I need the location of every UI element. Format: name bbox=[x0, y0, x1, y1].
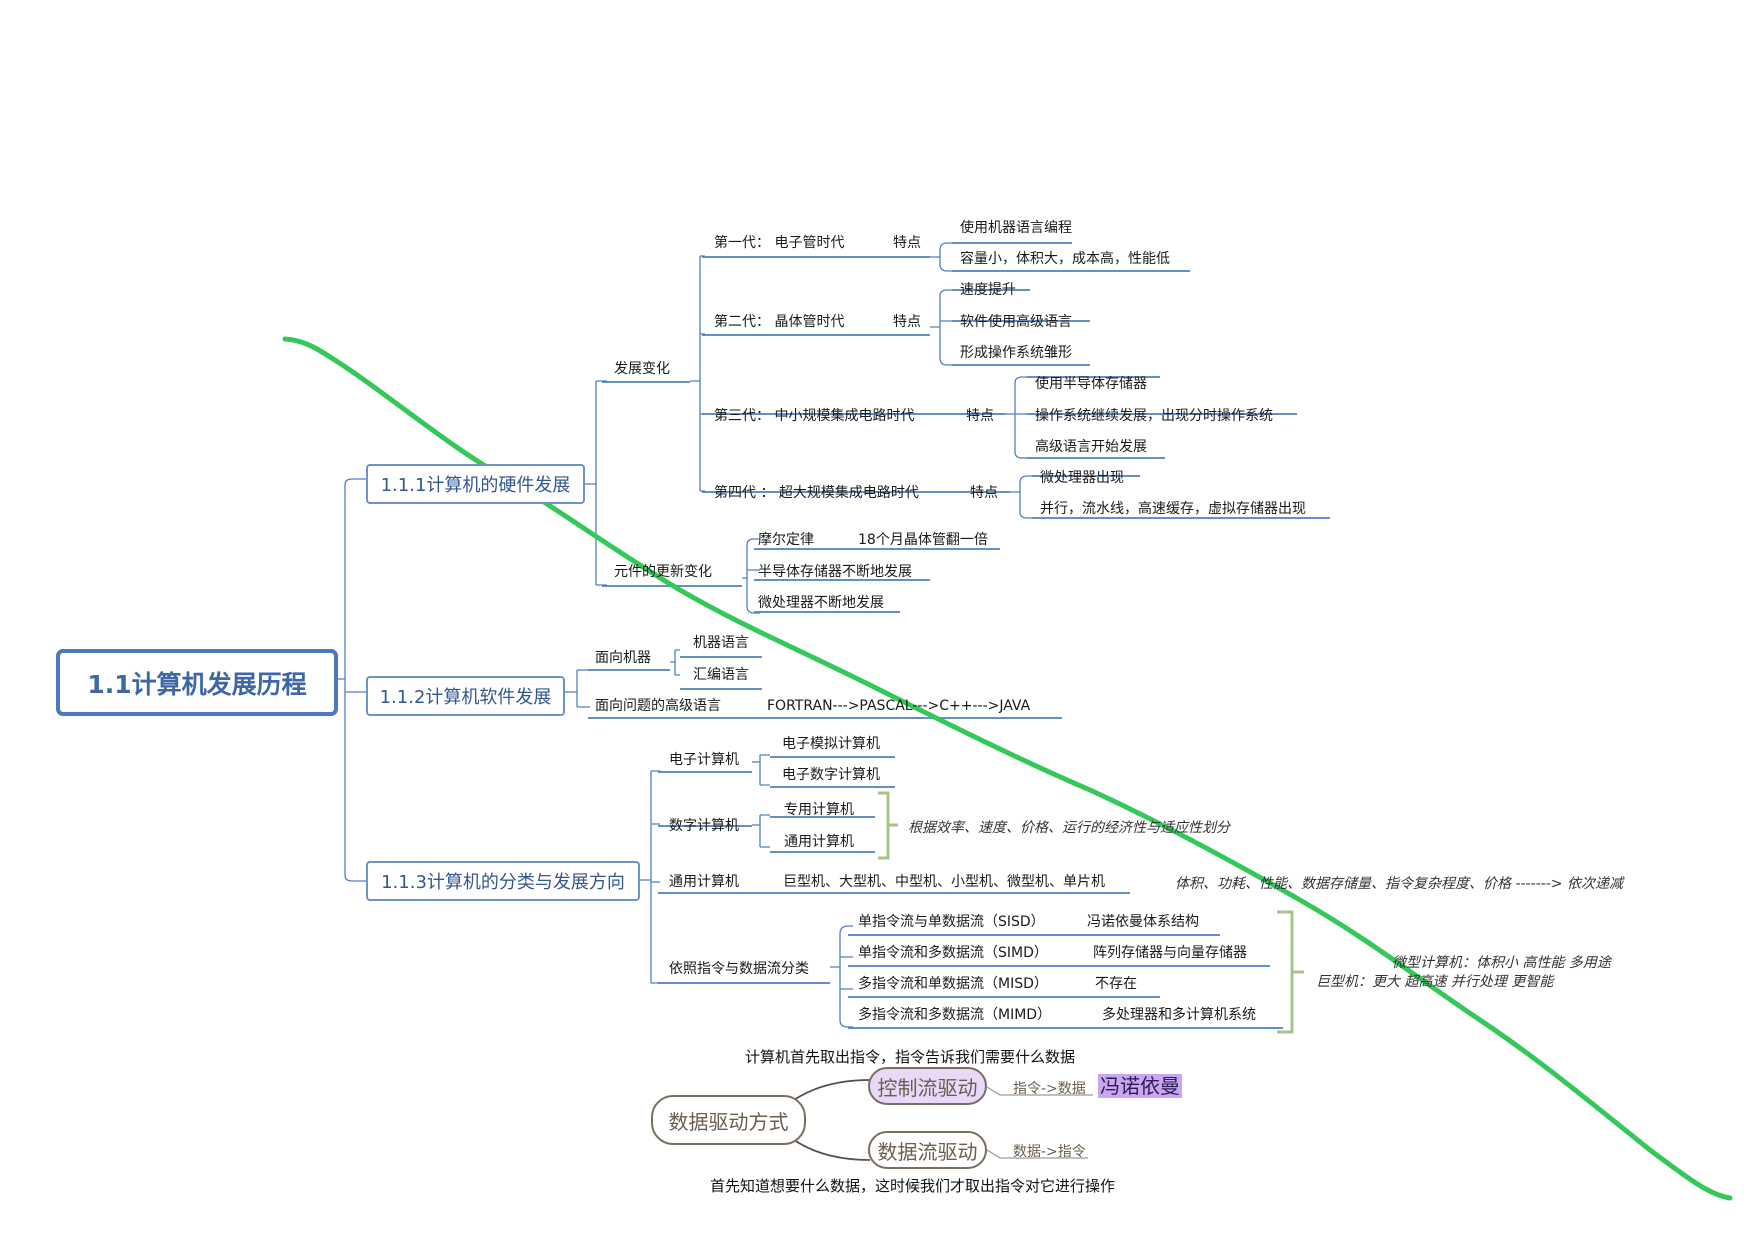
flow-item-0-name[interactable]: 单指令流与单数据流（SISD） bbox=[858, 914, 1045, 930]
cls-digital[interactable]: 数字计算机 bbox=[669, 818, 739, 834]
cls-elec-item-0[interactable]: 电子模拟计算机 bbox=[782, 736, 880, 752]
gen3-item-0[interactable]: 使用半导体存储器 bbox=[1035, 376, 1147, 392]
hw-comp[interactable]: 元件的更新变化 bbox=[614, 564, 712, 580]
flow-item-2-name[interactable]: 多指令流和单数据流（MISD） bbox=[858, 976, 1048, 992]
driven-main-node[interactable]: 数据驱动方式 bbox=[651, 1095, 806, 1145]
cls-general-desc[interactable]: 巨型机、大型机、中型机、小型机、微型机、单片机 bbox=[783, 874, 1105, 890]
flow-item-3-name[interactable]: 多指令流和多数据流（MIMD） bbox=[858, 1007, 1052, 1023]
flow-item-1-desc[interactable]: 阵列存储器与向量存储器 bbox=[1093, 945, 1247, 961]
cls-flow[interactable]: 依照指令与数据流分类 bbox=[669, 961, 809, 977]
gen2-item-1[interactable]: 软件使用高级语言 bbox=[960, 314, 1072, 330]
gen2-item-2[interactable]: 形成操作系统雏形 bbox=[960, 345, 1072, 361]
sw-machine[interactable]: 面向机器 bbox=[595, 650, 651, 666]
gen2-feat[interactable]: 特点 bbox=[893, 314, 921, 330]
moore[interactable]: 摩尔定律 bbox=[758, 532, 814, 548]
hw-dev[interactable]: 发展变化 bbox=[614, 361, 670, 377]
node-classification[interactable]: 1.1.3计算机的分类与发展方向 bbox=[366, 861, 640, 901]
gen4-item-0[interactable]: 微处理器出现 bbox=[1040, 470, 1124, 486]
flow-item-3-desc[interactable]: 多处理器和多计算机系统 bbox=[1102, 1007, 1256, 1023]
sw-high-desc[interactable]: FORTRAN--->PASCAL--->C++--->JAVA bbox=[767, 698, 1031, 714]
flow-note-2: 巨型机：更大 超高速 并行处理 更智能 bbox=[1316, 974, 1554, 990]
flow-note-1: 微型计算机：体积小 高性能 多用途 bbox=[1392, 955, 1611, 971]
gen1-item-1[interactable]: 容量小，体积大，成本高，性能低 bbox=[960, 251, 1170, 267]
control-flow-desc: 指令->数据 bbox=[1013, 1081, 1086, 1097]
comp-item-0[interactable]: 半导体存储器不断地发展 bbox=[758, 564, 912, 580]
cls-elec[interactable]: 电子计算机 bbox=[669, 752, 739, 768]
cls-general[interactable]: 通用计算机 bbox=[669, 874, 739, 890]
gen4[interactable]: 第四代 ： 超大规模集成电路时代 bbox=[714, 485, 919, 501]
node-software[interactable]: 1.1.2计算机软件发展 bbox=[366, 676, 565, 716]
gen3-item-1[interactable]: 操作系统继续发展，出现分时操作系统 bbox=[1035, 408, 1273, 424]
root-node[interactable]: 1.1计算机发展历程 bbox=[56, 649, 338, 716]
moore-desc[interactable]: 18个月晶体管翻一倍 bbox=[858, 532, 988, 548]
gen3-item-2[interactable]: 高级语言开始发展 bbox=[1035, 439, 1147, 455]
gen4-feat[interactable]: 特点 bbox=[970, 485, 998, 501]
comp-item-1[interactable]: 微处理器不断地发展 bbox=[758, 595, 884, 611]
sw-machine-item-1[interactable]: 汇编语言 bbox=[693, 667, 749, 683]
flow-item-1-name[interactable]: 单指令流和多数据流（SIMD） bbox=[858, 945, 1048, 961]
sw-high[interactable]: 面向问题的高级语言 bbox=[595, 698, 721, 714]
data-flow-desc: 数据->指令 bbox=[1013, 1144, 1086, 1160]
data-flow-node[interactable]: 数据流驱动 bbox=[868, 1131, 987, 1169]
gen2[interactable]: 第二代： 晶体管时代 bbox=[714, 314, 845, 330]
driven-top-caption: 计算机首先取出指令，指令告诉我们需要什么数据 bbox=[745, 1048, 1076, 1066]
gen3-feat[interactable]: 特点 bbox=[966, 408, 994, 424]
cls-digital-item-1[interactable]: 通用计算机 bbox=[784, 834, 854, 850]
gen2-item-0[interactable]: 速度提升 bbox=[960, 282, 1016, 298]
control-flow-node[interactable]: 控制流驱动 bbox=[868, 1067, 987, 1105]
gen3[interactable]: 第三代： 中小规模集成电路时代 bbox=[714, 408, 915, 424]
von-neumann-tag: 冯诺依曼 bbox=[1098, 1074, 1182, 1098]
gen1-item-0[interactable]: 使用机器语言编程 bbox=[960, 220, 1072, 236]
green-pen-stroke bbox=[282, 336, 1733, 1201]
driven-bottom-caption: 首先知道想要什么数据，这时候我们才取出指令对它进行操作 bbox=[710, 1177, 1116, 1195]
cls-elec-item-1[interactable]: 电子数字计算机 bbox=[782, 767, 880, 783]
flow-item-0-desc[interactable]: 冯诺依曼体系结构 bbox=[1087, 914, 1199, 930]
cls-digital-item-0[interactable]: 专用计算机 bbox=[784, 802, 854, 818]
flow-item-2-desc[interactable]: 不存在 bbox=[1095, 976, 1137, 992]
sw-machine-item-0[interactable]: 机器语言 bbox=[693, 635, 749, 651]
node-hardware[interactable]: 1.1.1计算机的硬件发展 bbox=[366, 464, 585, 504]
cls-digital-note: 根据效率、速度、价格、运行的经济性与适应性划分 bbox=[908, 820, 1230, 836]
cls-general-note: 体积、功耗、性能、数据存储量、指令复杂程度、价格 -------> 依次递减 bbox=[1175, 876, 1623, 892]
gen1[interactable]: 第一代： 电子管时代 bbox=[714, 235, 845, 251]
gen4-item-1[interactable]: 并行，流水线，高速缓存，虚拟存储器出现 bbox=[1040, 501, 1306, 517]
gen1-feat[interactable]: 特点 bbox=[893, 235, 921, 251]
